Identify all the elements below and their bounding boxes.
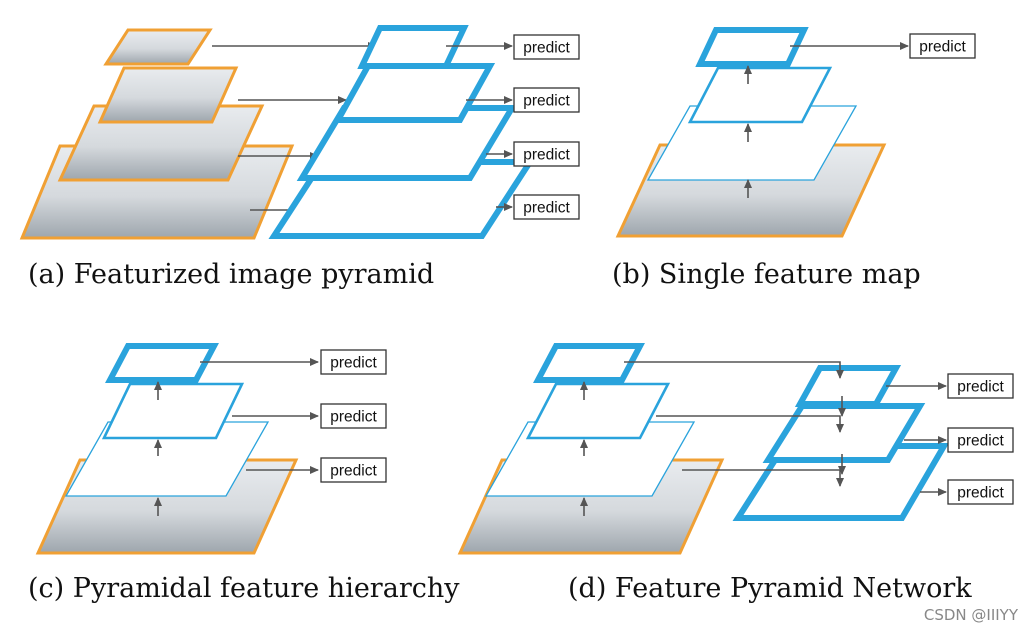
predict-arrows [446,42,513,211]
predict-label: predict [957,379,1004,396]
predict-box: predict [947,427,1014,453]
predict-label: predict [330,409,377,426]
top-down-map-1 [794,365,902,407]
panel-c: predict predict predict (c) Pyramidal fe… [28,343,460,604]
image-pyramid [19,28,295,240]
feature-map-1 [695,27,809,67]
predict-box: predict [513,87,580,113]
predict-box: predict [513,141,580,167]
predict-box: predict [513,34,580,60]
image-layer-1 [103,28,213,66]
bottom-up-map-2 [525,382,671,440]
predict-label: predict [330,355,377,372]
feature-map-1 [357,25,469,69]
predict-boxes: predict predict predict [947,373,1014,505]
predict-box: predict [909,33,976,59]
feature-map-2 [101,382,245,440]
predict-label: predict [919,39,966,56]
predict-label: predict [523,200,570,217]
feature-map-2 [332,63,496,123]
predict-box: predict [320,457,387,483]
top-down-map-2 [762,403,926,463]
predict-arrows [886,382,947,496]
predict-label: predict [523,93,570,110]
bottom-up-map-1 [533,343,645,383]
feature-pyramid [268,25,536,239]
caption-d: (d) Feature Pyramid Network [568,573,972,604]
feature-map-2 [687,66,833,124]
caption-a: (a) Featurized image pyramid [28,259,434,290]
predict-box: predict [320,403,387,429]
panel-b: predict (b) Single feature map [612,27,976,290]
watermark: CSDN @IIIYY [924,606,1019,624]
caption-b: (b) Single feature map [612,259,921,290]
caption-c: (c) Pyramidal feature hierarchy [28,573,460,604]
predict-label: predict [330,463,377,480]
predict-box: predict [320,349,387,375]
predict-boxes: predict predict predict [320,349,387,483]
predict-box: predict [947,479,1014,505]
top-down-pyramid [732,365,950,521]
predict-label: predict [957,433,1004,450]
predict-arrows [200,358,319,474]
image-layer-2 [97,66,239,124]
predict-label: predict [523,40,570,57]
panel-a: predict predict predict predict (a) Feat… [19,25,580,290]
predict-label: predict [523,147,570,164]
predict-box: predict [947,373,1014,399]
predict-box: predict [513,194,580,220]
predict-label: predict [957,485,1004,502]
feature-map-1 [105,343,219,383]
panel-d: predict predict predict (d) Feature Pyra… [457,343,1014,604]
predict-boxes: predict predict predict predict [513,34,580,220]
lateral-arrow [624,361,844,379]
